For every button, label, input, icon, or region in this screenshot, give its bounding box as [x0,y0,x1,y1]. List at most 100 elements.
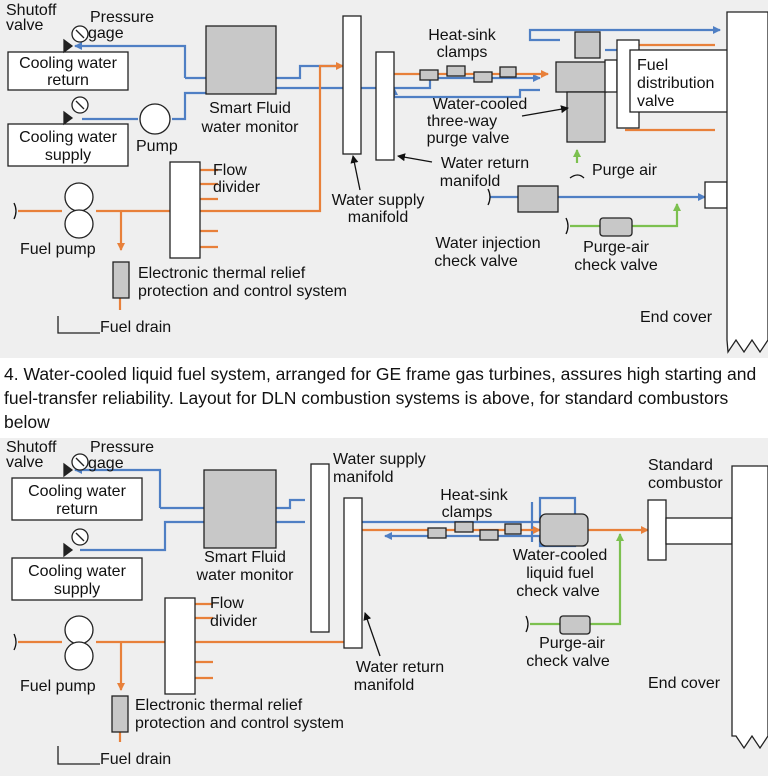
purge-air-check-line [570,204,677,228]
shutoff-valve-icon [63,38,74,54]
components [11,463,768,765]
fuel-check-valve-box [539,513,589,547]
leader-lines [13,105,585,235]
fuel-drain-tray [57,316,100,334]
three-way-purge-valve [555,31,618,143]
end-cover-body [731,465,768,750]
purge-air-squiggle [569,174,585,179]
fuel-drain-label: Fuel drain [100,751,171,768]
air-lines [530,534,620,626]
gauges [63,25,89,126]
cooling-water-supply-box [11,557,143,601]
figure-caption: 4. Water-cooled liquid fuel system, arra… [4,364,757,432]
leader-lines [13,612,529,657]
supply-shutoff-icon [63,542,74,558]
water-supply-manifold-box [310,463,330,633]
water-injection-check-valve-box [517,185,559,213]
fuel-drain-tray [57,746,100,765]
end-cover-label: End cover [640,309,713,326]
fuel-pump-gear-top [64,182,94,212]
top-return-line [528,26,721,42]
purge-air-check-squiggle [525,615,529,633]
pump-circle [139,103,171,135]
combustor-pipe [665,517,733,545]
purge-air-check-valve-box [559,615,591,635]
components [7,11,768,354]
fuel-distribution-label-box [629,49,735,113]
shutoff-valve-icon [63,462,74,478]
flow-divider-box [164,597,196,695]
water-supply-manifold-box [342,15,362,155]
clamp-water-line [362,496,577,524]
smart-fluid-monitor [203,469,277,549]
cooling-return-line [74,42,187,78]
cooling-water-return-box [11,477,143,521]
supply-shutoff-icon [63,110,74,126]
purge-air-check-squiggle [565,217,569,235]
purge-air-check-line [530,534,620,626]
thermal-relief-box [111,695,129,733]
cooling-water-return-box [7,51,129,91]
smart-fluid-monitor [205,25,277,95]
flow-divider-box [169,161,201,259]
water-return-manifold-box [375,51,395,161]
heat-sink-clamp-set [419,65,517,83]
end-cover-label: End cover [648,675,721,692]
gauges [63,453,89,558]
purge-air-check-valve-box [599,217,633,237]
fuel-drain-label: Fuel drain [100,319,171,336]
injection-squiggle [487,188,491,206]
purge-air-label: Purge air [592,162,658,179]
fuel-pump-gear-bottom [64,209,94,239]
heat-sink-clamp-set [427,521,522,541]
fuel-in-squiggle [13,633,17,651]
fuel-pump-label: Fuel pump [20,241,96,258]
fuel-pump-label: Fuel pump [20,678,96,695]
cooling-water-supply-box [7,123,129,167]
fuel-in-squiggle [13,202,17,220]
pump-label: Pump [136,138,178,155]
fuel-pump-gear-bottom [64,641,94,671]
end-cover-block [704,181,728,209]
air-lines [570,149,677,228]
thermal-relief-box [112,261,130,299]
cooling-return-line [74,466,162,508]
fuel-pump-gear-top [64,615,94,645]
end-cover-body [726,11,768,354]
water-return-manifold-box [343,497,363,649]
combustor-flange [647,499,667,561]
